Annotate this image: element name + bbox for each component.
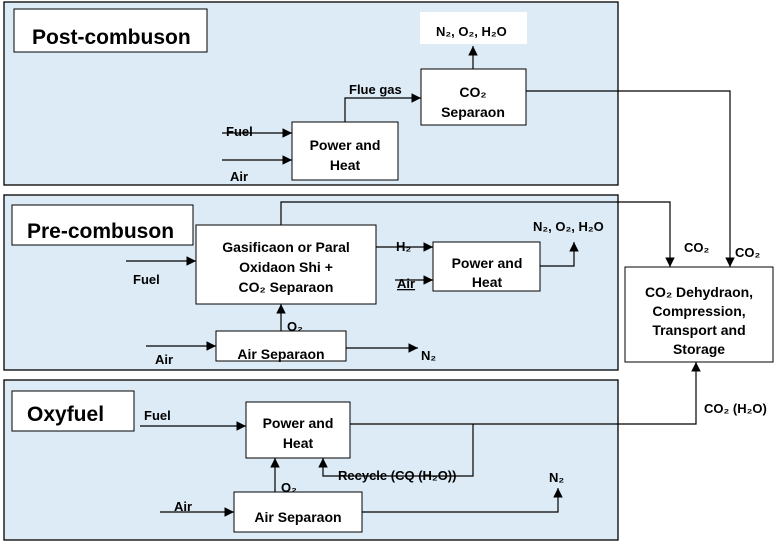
post-co2-separation-line2: Separaon: [441, 104, 505, 120]
oxyfuel-title: Oxyfuel: [27, 403, 104, 426]
oxy-power-heat-line1: Power and: [263, 415, 334, 431]
post-output-label-bg: [420, 12, 527, 44]
gasification-box: [195, 224, 377, 305]
oxy-n2-arrow: [362, 488, 563, 513]
pre-air-label: Air: [155, 352, 173, 367]
post-power-heat-line2: Heat: [330, 157, 361, 173]
post-co2-separation-box: [420, 68, 527, 126]
pre-air-separation-label: Air Separaon: [237, 346, 324, 362]
co2-storage-line3: Transport and: [652, 322, 745, 338]
post-combustion-title-box: [13, 8, 208, 53]
gasification-line2: Oxidaon Shi +: [239, 259, 333, 275]
oxy-recycle-arrow: [318, 424, 474, 477]
oxy-fuel-label: Fuel: [144, 408, 171, 423]
post-fuel-label: Fuel: [226, 124, 253, 139]
oxy-air-separation-label: Air Separaon: [254, 509, 341, 525]
oxyfuel-panel: Oxyfuel Power and Heat Air Separaon Fuel…: [3, 379, 619, 541]
pre-co2-stream-label: CO₂: [684, 240, 710, 255]
post-flue-gas-label: Flue gas: [349, 82, 402, 97]
pre-air-power-label: Air: [397, 276, 415, 291]
co2-storage-line1: CO₂ Dehydraon,: [645, 284, 753, 300]
oxy-n2-label: N₂: [549, 470, 564, 485]
storage-section: CO₂ Dehydraon, Compression, Transport an…: [280, 90, 774, 425]
pre-output-label: N₂, O₂, H₂O: [533, 219, 604, 234]
oxy-air-separation-box: [233, 491, 363, 533]
post-power-heat-box: [291, 121, 399, 181]
gasification-line1: Gasificaon or Paral: [222, 239, 350, 255]
oxy-co2-stream-label: CO₂ (H₂O): [704, 401, 767, 416]
pre-o2-label: O₂: [287, 319, 303, 334]
post-combustion-title: Post-combuson: [32, 26, 191, 49]
oxy-power-heat-box: [245, 401, 351, 459]
oxy-air-label: Air: [174, 499, 192, 514]
post-output-label: N₂, O₂, H₂O: [436, 24, 507, 39]
pre-power-heat-line1: Power and: [452, 255, 523, 271]
post-power-heat-line1: Power and: [310, 137, 381, 153]
pre-power-heat-line2: Heat: [472, 274, 503, 290]
post-flue-gas-arrow: [344, 93, 421, 122]
post-co2-separation-line1: CO₂: [459, 84, 486, 100]
pre-output-arrow: [540, 242, 579, 267]
pre-combustion-panel: Pre-combuson Gasificaon or Paral Oxidaon…: [3, 194, 619, 371]
oxy-o2-label: O₂: [281, 480, 297, 495]
oxyfuel-title-box: [11, 390, 135, 432]
gasification-line3: CO₂ Separaon: [239, 279, 334, 295]
post-combustion-panel: Post-combuson N₂, O₂, H₂O Power and Heat…: [3, 1, 619, 186]
pre-n2-label: N₂: [421, 348, 436, 363]
pre-co2-to-storage-arrow: [280, 201, 675, 267]
post-air-label: Air: [230, 169, 248, 184]
co2-storage-box: [624, 266, 774, 363]
pre-combustion-title: Pre-combuson: [27, 220, 174, 243]
co2-storage-line2: Compression,: [652, 303, 745, 319]
pre-combustion-title-box: [11, 204, 194, 246]
post-co2-to-storage-arrow: [526, 90, 735, 267]
oxy-power-heat-line2: Heat: [283, 435, 314, 451]
co2-storage-line4: Storage: [673, 341, 725, 357]
pre-fuel-label: Fuel: [133, 272, 160, 287]
post-co2-stream-label: CO₂: [735, 245, 761, 260]
oxy-co2-to-storage-arrow: [350, 362, 701, 425]
